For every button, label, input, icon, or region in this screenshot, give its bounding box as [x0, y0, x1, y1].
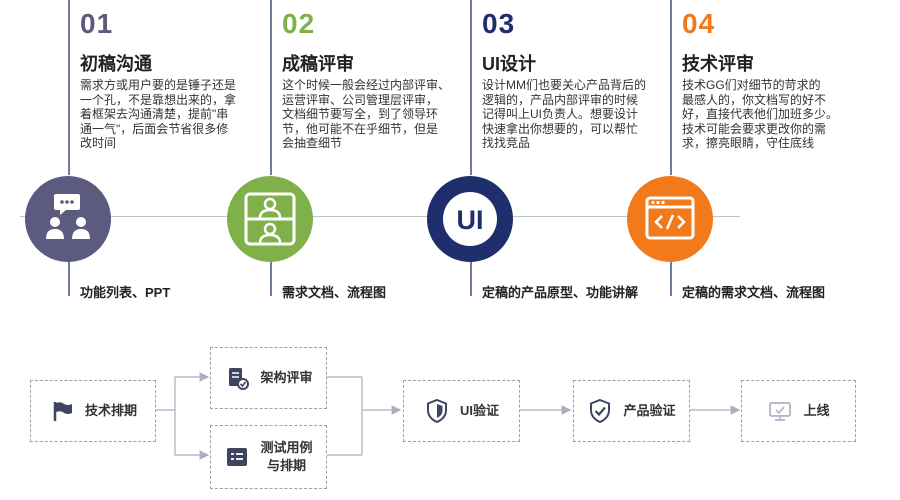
step-3-number: 03 [482, 8, 516, 39]
flow-test-cases-label: 测试用例 与排期 [260, 440, 313, 473]
video-call-icon [244, 192, 296, 246]
flow-tech-schedule-label: 技术排期 [84, 403, 137, 418]
ui-icon: UI [443, 192, 497, 246]
step-4-deliverable: 定稿的需求文档、流程图 [682, 285, 826, 300]
step-4-line-top [670, 0, 672, 175]
step-3-title: UI设计 [482, 54, 536, 74]
flow-test-cases: 测试用例 与排期 [210, 425, 327, 489]
step-1-number: 01 [80, 8, 114, 39]
code-icon [645, 196, 695, 240]
flow-launch-label: 上线 [803, 403, 830, 418]
shield-check-icon [590, 398, 611, 424]
step-2-number: 02 [282, 8, 316, 39]
step-2-circle [227, 176, 313, 262]
step-3-description: 设计MM们也要关心产品背后的 逻辑的，产品内部评审的时候 记得叫上UI负责人。想… [482, 78, 646, 151]
meeting-icon [46, 194, 90, 239]
step-4-circle [627, 176, 713, 262]
step-1-description: 需求方或用户要的是锤子还是 一个孔，不是靠想出来的，拿 着框架去沟通清楚，提前"… [80, 78, 237, 151]
flow-product-verify-label: 产品验证 [623, 403, 676, 418]
timeline-line [20, 216, 740, 217]
flow-arch-review: 架构评审 [210, 347, 327, 409]
monitor-icon [769, 402, 792, 421]
step-4-number: 04 [682, 8, 716, 39]
flow-connectors [155, 372, 741, 460]
step-1-circle [25, 176, 111, 262]
step-1-line-bottom [68, 262, 70, 296]
flow-ui-verify-label: UI验证 [459, 403, 499, 418]
svg-text:UI: UI [457, 205, 484, 235]
step-3-circle: UI [427, 176, 513, 262]
step-4-title: 技术评审 [682, 54, 754, 74]
step-3-line-top [470, 0, 472, 175]
shield-icon [426, 398, 447, 424]
flow-tech-schedule: 技术排期 [30, 380, 156, 442]
step-2-line-bottom [270, 262, 272, 296]
step-3-deliverable: 定稿的产品原型、功能讲解 [482, 285, 639, 300]
step-1-title: 初稿沟通 [80, 54, 152, 74]
flow-launch: 上线 [741, 380, 856, 442]
step-2-description: 这个时候一般会经过内部评审、 运营评审、公司管理层评审， 文档细节要写全，到了领… [282, 78, 451, 151]
flag-icon [53, 402, 72, 421]
flow-product-verify: 产品验证 [573, 380, 690, 442]
step-1-line-top [68, 0, 70, 175]
flow-arch-review-label: 架构评审 [260, 370, 313, 385]
step-1-deliverable: 功能列表、PPT [80, 285, 171, 300]
step-2-title: 成稿评审 [282, 54, 354, 74]
document-check-icon [229, 368, 250, 390]
list-icon [227, 448, 248, 466]
flow-ui-verify: UI验证 [403, 380, 520, 442]
step-2-deliverable: 需求文档、流程图 [282, 285, 387, 300]
step-3-line-bottom [470, 262, 472, 296]
step-2-line-top [270, 0, 272, 175]
step-4-line-bottom [670, 262, 672, 296]
step-4-description: 技术GG们对细节的苛求的 最感人的，你文档写的好不 好，直接代表他们加班多少。 … [682, 78, 839, 151]
